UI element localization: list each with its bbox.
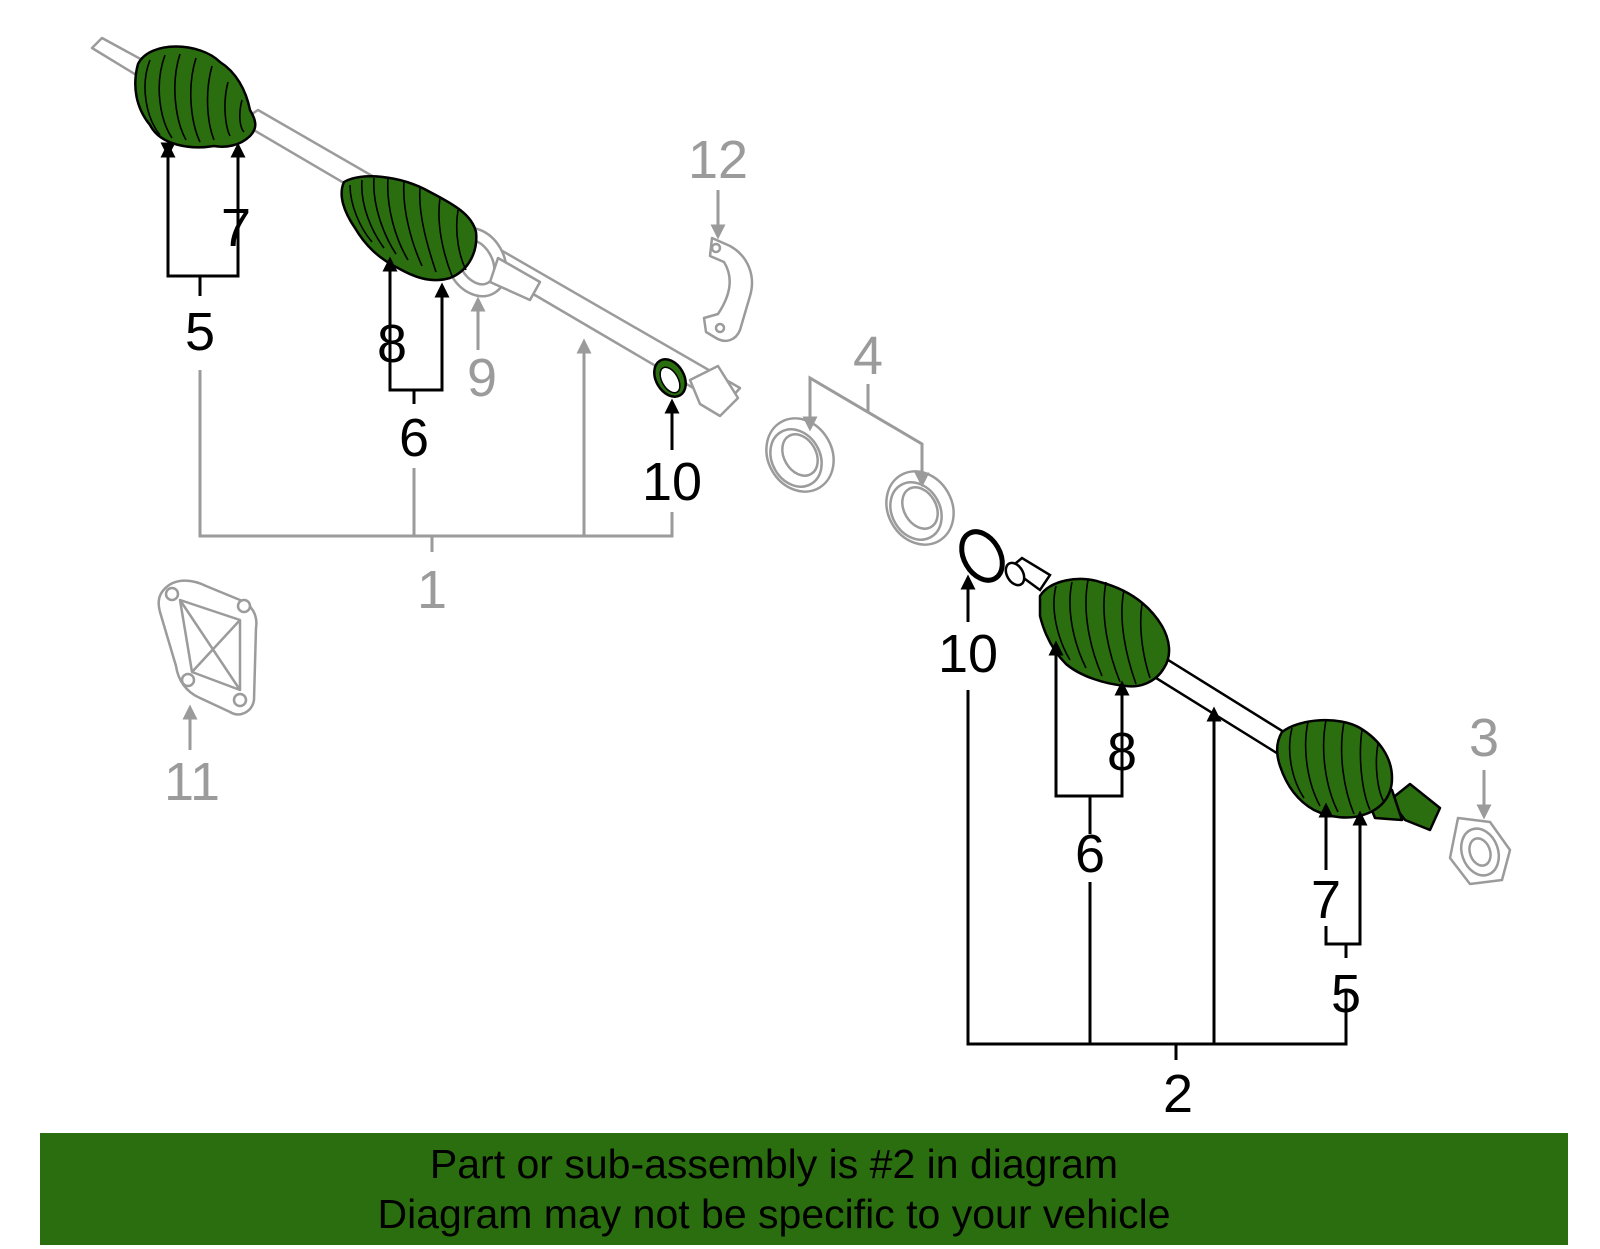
callout-1: 1: [417, 560, 447, 620]
parts-diagram: 1 2 3 4 5 5 6 6 7 7 8 8 9 10 10 11 12: [90, 36, 1512, 1124]
callout-9: 9: [467, 348, 497, 408]
callout-7-lower: 7: [1311, 870, 1341, 930]
callout-6-lower: 6: [1075, 824, 1105, 884]
shaft-clamp: [702, 236, 754, 342]
callout-3: 3: [1469, 708, 1499, 768]
upper-inner-cv-boot: [340, 175, 478, 282]
callout-8-lower: 8: [1107, 722, 1137, 782]
callout-12: 12: [688, 130, 748, 190]
callout-4: 4: [853, 326, 883, 386]
banner-line-assembly: Part or sub-assembly is #2 in diagram: [429, 1141, 1119, 1187]
callout-5-lower: 5: [1331, 964, 1361, 1024]
upper-gray-leader-lines: [182, 190, 1492, 820]
upper-snap-ring: [653, 358, 687, 398]
callout-5-upper: 5: [185, 302, 215, 362]
upper-outer-cv-boot: [134, 45, 257, 149]
lower-inner-cv-boot: [1038, 577, 1171, 688]
callout-2: 2: [1163, 1064, 1193, 1124]
lower-leader-lines: [960, 574, 1368, 1060]
lower-snap-ring: [959, 529, 1005, 583]
axle-nut: [1448, 816, 1512, 886]
callout-10-upper: 10: [642, 452, 702, 512]
bearing-right: [885, 470, 955, 546]
callout-6-upper: 6: [399, 408, 429, 468]
callout-7-upper: 7: [221, 198, 251, 258]
bearing-left: [765, 417, 835, 493]
banner-line-disclaimer: Diagram may not be specific to your vehi…: [377, 1191, 1171, 1237]
lower-outer-cv-boot: [1276, 718, 1394, 819]
upper-leader-lines: [160, 142, 680, 450]
info-banner: Part or sub-assembly is #2 in diagram Di…: [40, 1133, 1568, 1245]
mounting-bracket: [157, 579, 258, 716]
callout-11: 11: [164, 752, 220, 812]
callout-8-upper: 8: [377, 314, 407, 374]
callout-10-lower: 10: [938, 624, 998, 684]
